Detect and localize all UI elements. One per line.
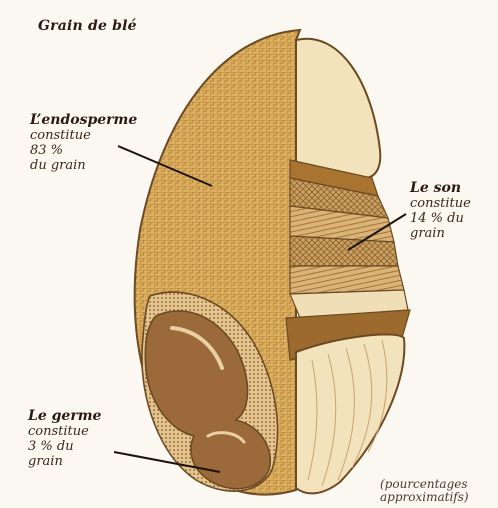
label-son-line-2: 14 % du bbox=[410, 211, 495, 226]
label-son: Le son constitue 14 % du grain bbox=[410, 180, 495, 241]
label-endosperme-line-1: constitue bbox=[30, 128, 160, 143]
label-son-line-3: grain bbox=[410, 226, 495, 241]
label-son-line-1: constitue bbox=[410, 196, 495, 211]
approximation-note: (pourcentages approximatifs) bbox=[380, 478, 498, 504]
bran-layers bbox=[286, 160, 410, 360]
label-germe-line-1: constitue bbox=[28, 424, 118, 439]
label-endosperme-line-3: du grain bbox=[30, 158, 160, 173]
grain-top-cap bbox=[296, 39, 380, 179]
label-germe-line-3: grain bbox=[28, 454, 118, 469]
label-endosperme-name: L’endosperme bbox=[30, 112, 160, 128]
label-germe-name: Le germe bbox=[28, 408, 118, 424]
label-germe-line-2: 3 % du bbox=[28, 439, 118, 454]
label-endosperme-line-2: 83 % bbox=[30, 143, 160, 158]
label-endosperme: L’endosperme constitue 83 % du grain bbox=[30, 112, 160, 173]
bran-fold bbox=[296, 334, 404, 493]
label-germe: Le germe constitue 3 % du grain bbox=[28, 408, 118, 469]
label-son-name: Le son bbox=[410, 180, 495, 196]
approximation-note-line-2: approximatifs) bbox=[380, 491, 498, 504]
diagram-title: Grain de blé bbox=[38, 18, 137, 34]
